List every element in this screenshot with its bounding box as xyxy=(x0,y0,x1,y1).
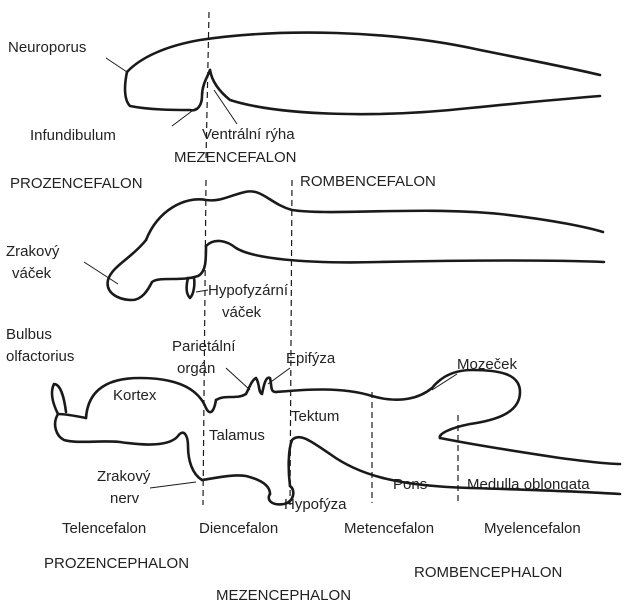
label-hypofyza: Hypofýza xyxy=(284,496,347,513)
label-mezencephalon: MEZENCEPHALON xyxy=(216,587,351,604)
label-rombencephalon: ROMBENCEPHALON xyxy=(414,564,562,581)
leader-neuroporus xyxy=(106,58,127,72)
label-neuroporus: Neuroporus xyxy=(8,39,86,56)
label-epifyza: Epifýza xyxy=(286,350,336,367)
leader-hypofyzarni-vacek xyxy=(196,290,208,292)
divider-rombencefalon xyxy=(290,180,292,505)
bottom-stage-hypothalamus xyxy=(202,475,270,494)
label-infundibulum: Infundibulum xyxy=(30,127,116,144)
bottom-stage-parietal-region xyxy=(216,378,276,400)
label-myelencefalon: Myelencefalon xyxy=(484,520,581,537)
label-zrakovy-vacek-1: Zrakový xyxy=(6,243,60,260)
label-bulbus-2: olfactorius xyxy=(6,348,74,365)
label-prozencephalon: PROZENCEPHALON xyxy=(44,555,189,572)
label-diencefalon: Diencefalon xyxy=(199,520,278,537)
bottom-stage-olfactory-bulb xyxy=(52,384,86,418)
label-bulbus-1: Bulbus xyxy=(6,326,52,343)
bottom-stage-hindbrain-dorsal xyxy=(440,438,620,464)
label-tektum: Tektum xyxy=(291,408,339,425)
label-hypofyzarni-vacek-2: váček xyxy=(222,304,262,321)
label-metencefalon: Metencefalon xyxy=(344,520,434,537)
top-stage-front xyxy=(125,70,210,110)
label-rombencefalon: ROMBENCEFALON xyxy=(300,173,436,190)
label-hypofyzarni-vacek-1: Hypofyzární xyxy=(208,282,289,299)
label-zrakovy-nerv-2: nerv xyxy=(110,490,140,507)
bottom-stage-tectum-cerebellum xyxy=(276,370,520,438)
middle-stage-upper xyxy=(146,191,603,240)
label-parietalni-2: orgán xyxy=(177,360,215,377)
label-prozencefalon: PROZENCEFALON xyxy=(10,175,143,192)
label-mezencefalon-top: MEZENCEFALON xyxy=(174,149,297,166)
label-zrakovy-nerv-1: Zrakový xyxy=(97,468,151,485)
middle-stage-optic-vesicle xyxy=(108,240,206,300)
top-stage-lower xyxy=(210,70,600,114)
top-stage-outline xyxy=(127,33,600,75)
label-parietalni-1: Parietální xyxy=(172,338,236,355)
label-telencefalon: Telencefalon xyxy=(62,520,146,537)
label-kortex: Kortex xyxy=(113,387,157,404)
middle-stage-hypophyseal-pouch xyxy=(187,278,195,298)
leader-zrakovy-nerv xyxy=(150,482,196,488)
label-talamus: Talamus xyxy=(209,427,265,444)
label-ventralni-ryha: Ventrální rýha xyxy=(202,126,295,143)
label-zrakovy-vacek-2: váček xyxy=(12,265,52,282)
leader-parietalni-organ xyxy=(226,368,250,390)
leader-epifyza xyxy=(268,368,290,384)
middle-stage-lower xyxy=(206,241,604,262)
